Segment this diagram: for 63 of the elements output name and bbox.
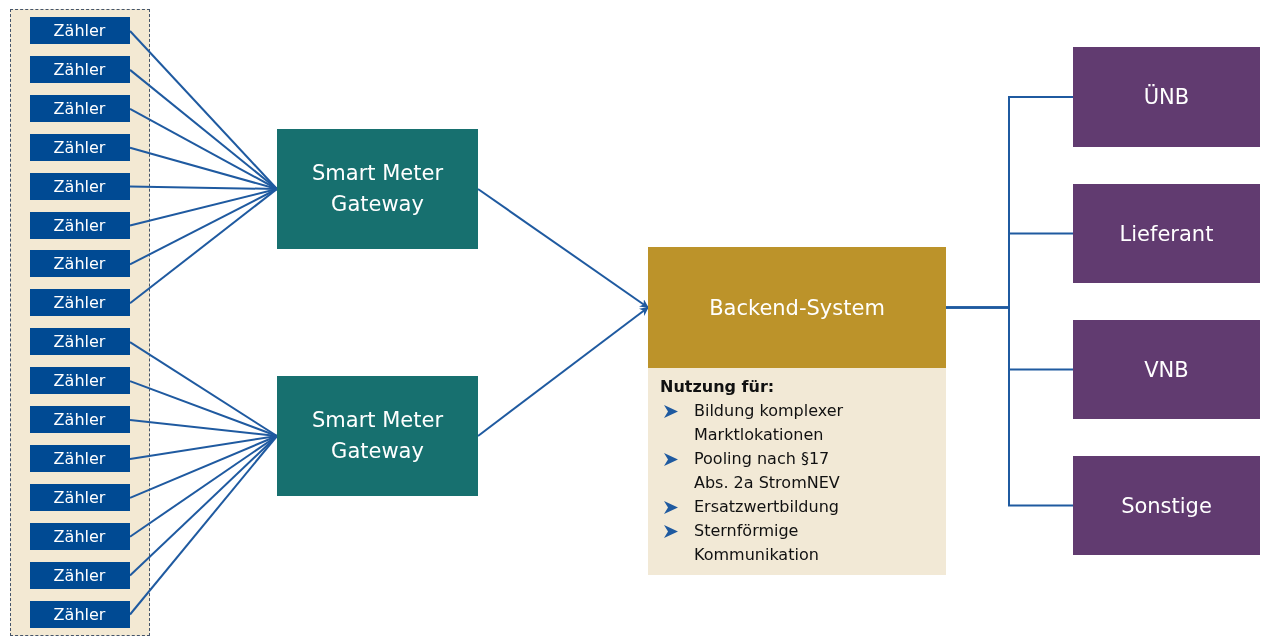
node-label: Zähler — [53, 215, 106, 235]
bullet-text: Bildung komplexer Marktlokationen — [694, 401, 844, 444]
connector-line — [129, 341, 278, 437]
node-label: Smart Meter Gateway — [311, 406, 444, 465]
meter-box — [29, 289, 130, 317]
panel-heading: Nutzung für: — [660, 376, 776, 398]
node-label: Zähler — [53, 98, 106, 118]
node-label: Zähler — [53, 293, 106, 313]
node-label: VNB — [1144, 357, 1189, 382]
node-label: Zähler — [53, 604, 106, 624]
node-label: Smart Meter Gateway — [311, 159, 444, 218]
node-label: Zähler — [53, 487, 106, 507]
arrow — [477, 306, 649, 437]
node-label: Zähler — [53, 254, 106, 274]
meter-box — [29, 250, 130, 278]
meter-box — [29, 483, 130, 511]
node-label: Sonstige — [1121, 493, 1212, 518]
recipient-box — [1073, 320, 1260, 419]
connector-line — [129, 30, 278, 190]
meter-box — [29, 406, 130, 433]
node-label: Zähler — [53, 410, 106, 429]
meter-box — [29, 94, 130, 122]
backend-box — [648, 247, 946, 368]
recipient-box — [1073, 456, 1260, 555]
meter-box — [29, 328, 130, 356]
bullet-text: Ersatzwertbildung — [694, 497, 839, 516]
meter-box — [29, 522, 130, 550]
node-label: Zähler — [53, 176, 106, 196]
bullet-text: Pooling nach §17 Abs. 2a StromNEV — [694, 449, 840, 492]
node-label: Zähler — [53, 137, 106, 157]
node-label: Zähler — [53, 21, 106, 40]
arrow — [477, 188, 649, 309]
meter-box — [29, 367, 130, 395]
node-label: Zähler — [53, 332, 106, 352]
meter-box — [29, 600, 130, 628]
meter-box — [29, 17, 130, 44]
node-label: ÜNB — [1143, 85, 1190, 109]
node-label: Zähler — [53, 565, 106, 585]
connector-line — [129, 188, 278, 266]
meter-box — [29, 133, 130, 161]
gateway-box — [277, 376, 478, 496]
connector-line — [129, 188, 278, 305]
meter-box — [29, 211, 130, 239]
connector-line — [129, 68, 278, 190]
node-label: Zähler — [53, 526, 106, 546]
recipient-box — [1073, 184, 1260, 283]
connector-line — [945, 306, 1074, 507]
meter-box — [29, 561, 130, 589]
connector-line — [129, 435, 278, 616]
gateway-box — [277, 129, 478, 249]
meter-box — [29, 55, 130, 83]
node-label: Zähler — [53, 371, 106, 391]
group-box — [10, 9, 150, 636]
usage-panel — [648, 368, 946, 575]
node-label: Lieferant — [1119, 221, 1214, 246]
node-label: Backend-System — [709, 295, 885, 320]
connector-line — [129, 380, 278, 437]
node-label: Zähler — [53, 448, 106, 468]
meter-box — [29, 172, 130, 200]
recipient-box — [1073, 47, 1260, 147]
bullet-text: Sternförmige Kommunikation — [694, 521, 819, 564]
node-label: Zähler — [53, 59, 106, 79]
meter-box — [29, 444, 130, 472]
